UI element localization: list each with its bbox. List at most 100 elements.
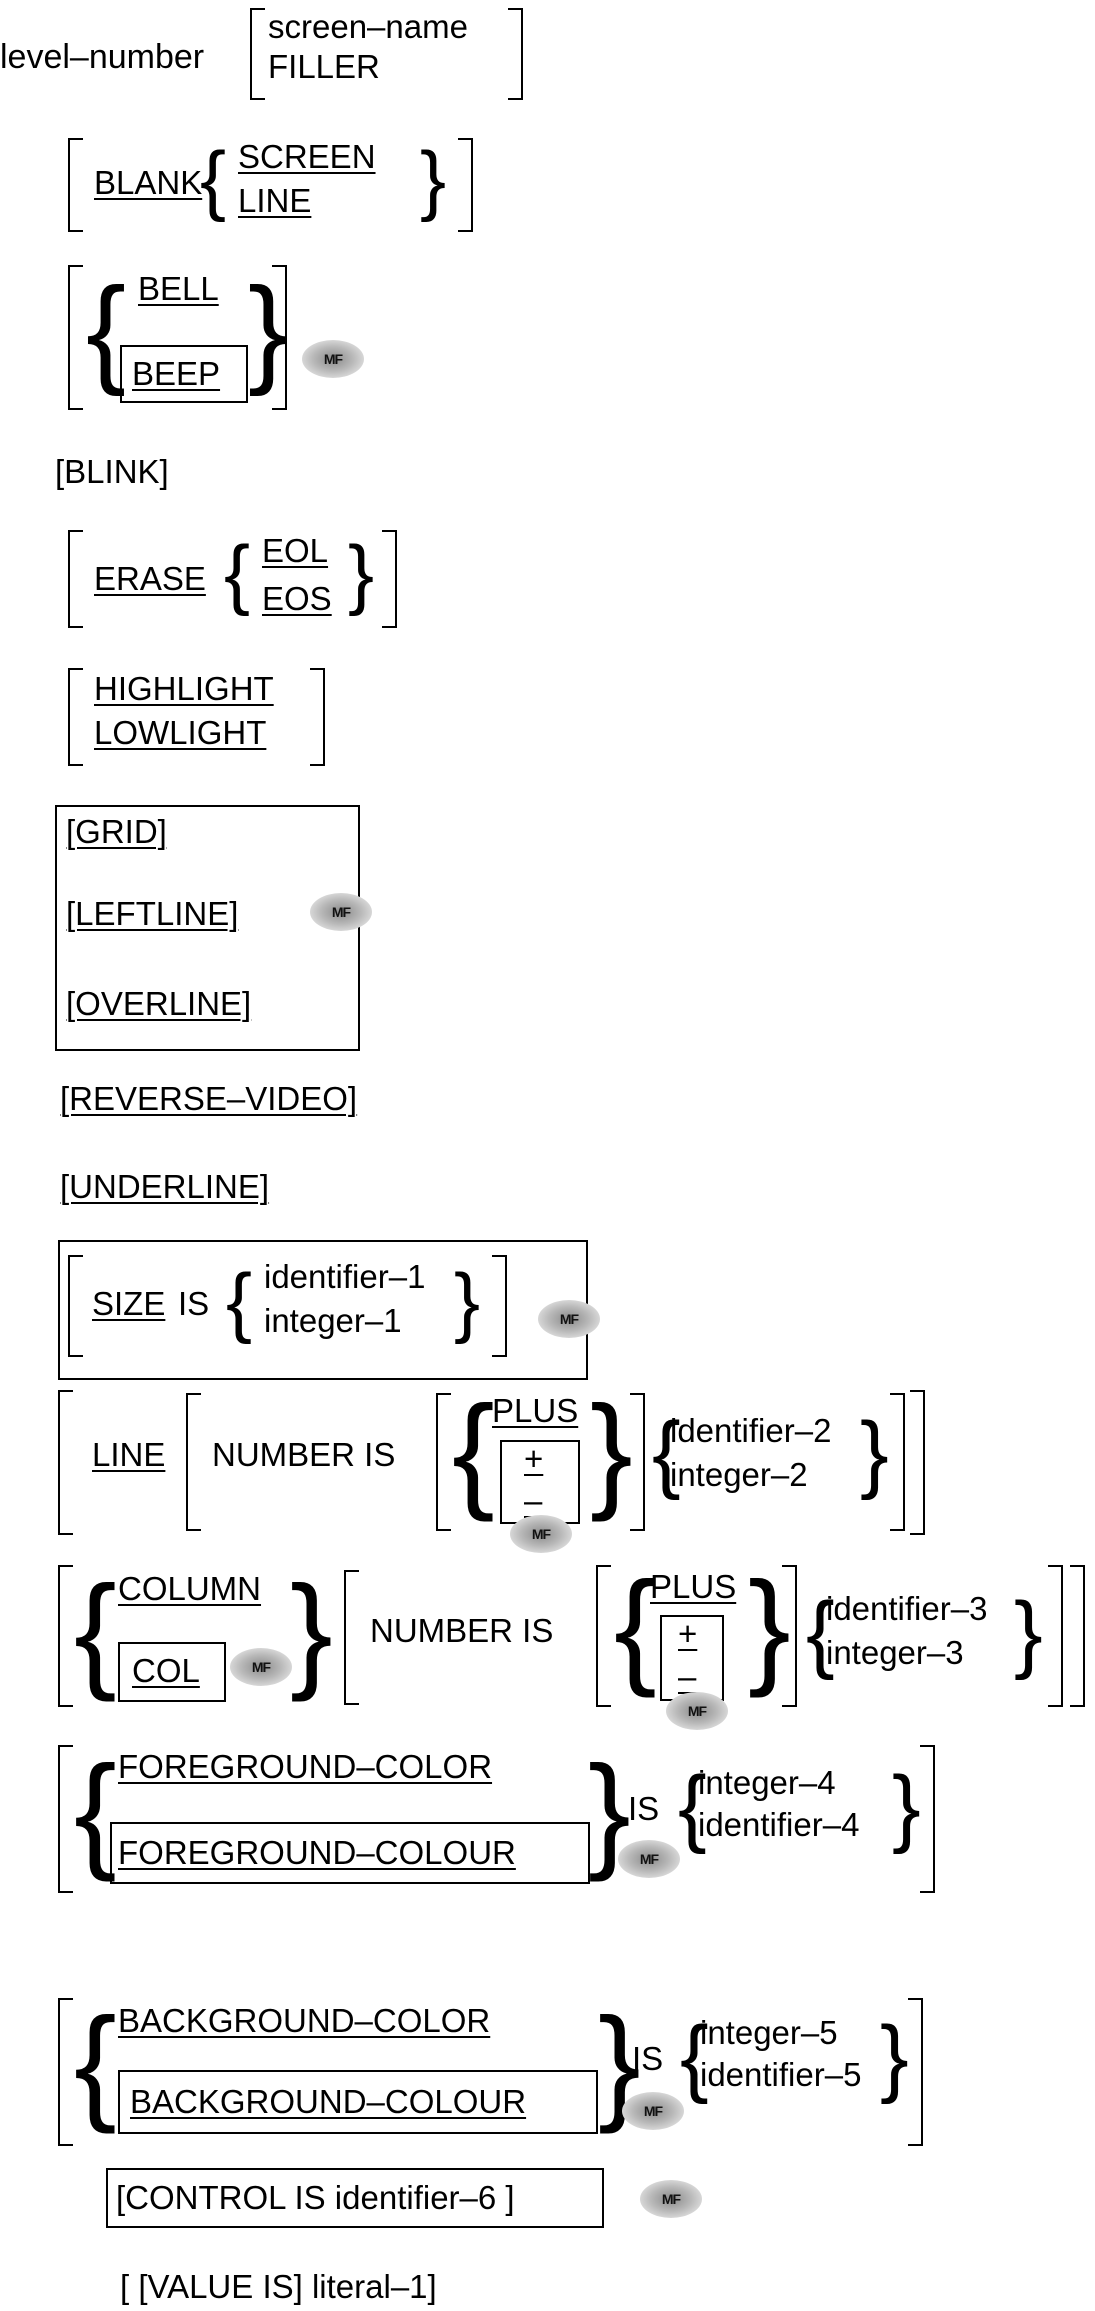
leftline-clause: [LEFTLINE] [66,895,239,932]
brace-close: } [248,263,289,397]
integer-1-label: integer–1 [264,1302,402,1339]
bracket-left [68,668,83,766]
bracket-right [1048,1565,1063,1707]
underline-clause: [UNDERLINE] [60,1168,270,1205]
col-box [118,1642,226,1702]
foreground-color-keyword: FOREGROUND–COLOR [118,1748,493,1785]
control-clause: [CONTROL IS identifier–6 ] [116,2179,515,2216]
plus-keyword: PLUS [650,1568,737,1605]
brace-open: { [680,2009,709,2105]
identifier-4-label: identifier–4 [698,1806,860,1843]
screen-keyword: SCREEN [238,138,376,175]
bracket-left [58,1565,73,1707]
brace-open: { [806,1585,835,1681]
line-keyword: LINE [238,182,312,219]
bell-keyword: BELL [138,270,219,307]
beep-keyword: BEEP [132,355,221,392]
brace-close: } [454,1257,481,1345]
plus-sign: + [524,1440,544,1477]
eol-keyword: EOL [262,532,329,569]
bracket-left [68,1255,83,1357]
brace-open: { [652,1405,681,1501]
brace-close: } [892,1759,921,1855]
bracket-left [58,1745,73,1893]
background-color-keyword: BACKGROUND–COLOR [118,2002,491,2039]
brace-close: } [860,1405,889,1501]
is-keyword: IS [178,1285,210,1322]
eos-keyword: EOS [262,580,332,617]
blink-clause: [BLINK] [55,453,169,490]
highlight-keyword: HIGHLIGHT [94,670,274,707]
mf-marker-icon: MF [510,1515,572,1553]
bracket-right [492,1255,507,1357]
bracket-right [920,1745,935,1893]
bracket-left [186,1393,201,1531]
plus-keyword: PLUS [492,1392,579,1429]
identifier-5-label: identifier–5 [700,2056,862,2093]
integer-2-label: integer–2 [670,1456,808,1493]
brace-open: { [226,1257,253,1345]
level-number-label: level–number [0,38,205,76]
integer-3-label: integer–3 [826,1634,964,1671]
mf-marker-icon: MF [230,1648,292,1686]
filler-label: FILLER [268,48,380,85]
bracket-right [782,1565,797,1707]
brace-close: } [290,1560,333,1703]
background-colour-box [118,2070,598,2134]
bracket-right [458,138,473,232]
integer-4-label: integer–4 [698,1764,836,1801]
bracket-right [310,668,325,766]
mf-marker-icon: MF [538,1300,600,1338]
brace-close: } [880,2009,909,2105]
brace-open: { [614,1556,657,1699]
screen-name-label: screen–name [268,8,468,45]
plus-sign: + [678,1615,698,1652]
is-keyword: IS [628,1790,660,1827]
brace-open: { [74,1560,117,1703]
bracket-right [890,1393,905,1531]
integer-5-label: integer–5 [700,2014,838,2051]
bracket-right [910,1390,925,1535]
brace-close: } [420,135,447,223]
bracket-left [68,530,83,628]
mf-marker-icon: MF [302,340,364,378]
brace-close: } [348,529,375,617]
foreground-colour-keyword: FOREGROUND–COLOUR [118,1834,516,1871]
mf-marker-icon: MF [622,2092,684,2130]
background-colour-keyword: BACKGROUND–COLOUR [130,2083,527,2120]
bracket-right [908,1998,923,2146]
grid-clause: [GRID] [66,813,167,850]
brace-close: } [1014,1585,1043,1681]
bracket-left [58,1390,73,1535]
column-keyword: COLUMN [118,1570,262,1607]
beep-box [120,345,248,403]
number-is-label: NUMBER IS [212,1436,396,1473]
bracket-right [630,1393,645,1531]
brace-open: { [452,1380,495,1523]
erase-keyword: ERASE [94,560,206,597]
mf-marker-icon: MF [618,1840,680,1878]
brace-open: { [74,1992,117,2135]
brace-open: { [678,1759,707,1855]
bracket-right [508,8,523,100]
value-clause: [ [VALUE IS] literal–1] [120,2268,437,2305]
number-is-label: NUMBER IS [370,1612,554,1649]
mf-extension-box [55,805,360,1051]
mf-marker-icon: MF [666,1692,728,1730]
bracket-left [344,1570,359,1705]
identifier-2-label: identifier–2 [670,1412,832,1449]
brace-open: { [224,529,251,617]
minus-sign: – [678,1658,697,1695]
bracket-left [68,138,83,232]
mf-marker-icon: MF [640,2180,702,2218]
brace-close: } [590,1380,633,1523]
bracket-left [58,1998,73,2146]
is-keyword: IS [632,2040,664,2077]
lowlight-keyword: LOWLIGHT [94,714,267,751]
bracket-left [250,8,265,100]
bracket-right [272,265,287,410]
col-keyword: COL [132,1652,200,1689]
line-number-keyword: LINE [92,1436,166,1473]
size-keyword: SIZE [92,1285,166,1322]
control-clause-box [106,2168,604,2228]
